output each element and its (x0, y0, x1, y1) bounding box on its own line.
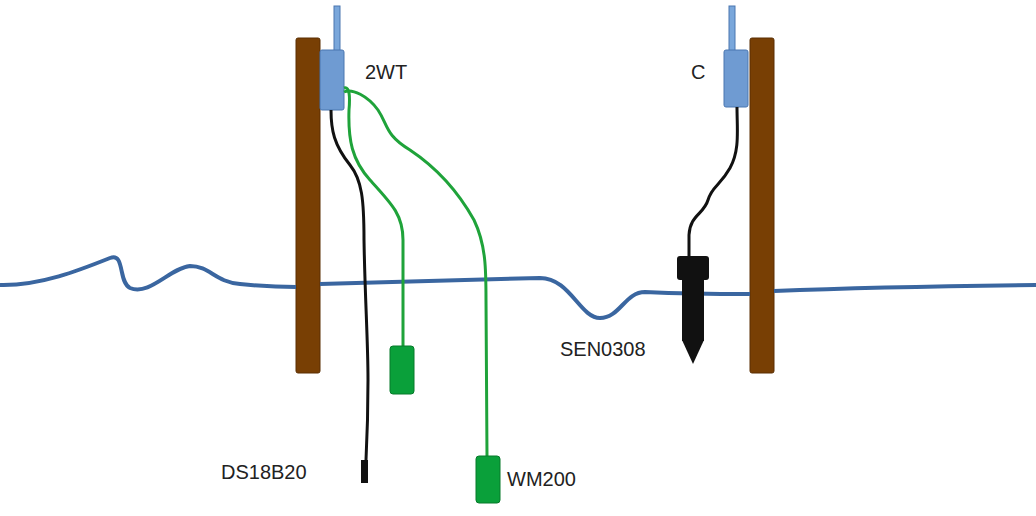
probe-tip (682, 340, 704, 364)
sensor-label: DS18B20 (221, 460, 307, 484)
sensor-label: WM200 (507, 467, 576, 491)
sensor-wire (331, 110, 368, 460)
logger-box (320, 50, 344, 110)
probe-body (682, 279, 704, 341)
left-post (296, 38, 320, 373)
antenna (729, 6, 735, 52)
moisture-sensor (476, 456, 500, 503)
right-post (750, 38, 774, 373)
ground-line (774, 285, 1036, 291)
sensor-wire (689, 107, 737, 258)
sensor-wire (344, 88, 403, 346)
temperature-probe (361, 460, 368, 483)
sensor-label: SEN0308 (560, 337, 646, 361)
probe-cap (677, 256, 709, 280)
logger-box (724, 50, 748, 107)
ground-line (0, 257, 296, 289)
device-label: 2WT (365, 60, 407, 84)
device-label: C (691, 60, 705, 84)
sensor-wire (344, 91, 487, 456)
moisture-sensor (390, 346, 414, 394)
antenna (334, 6, 340, 54)
